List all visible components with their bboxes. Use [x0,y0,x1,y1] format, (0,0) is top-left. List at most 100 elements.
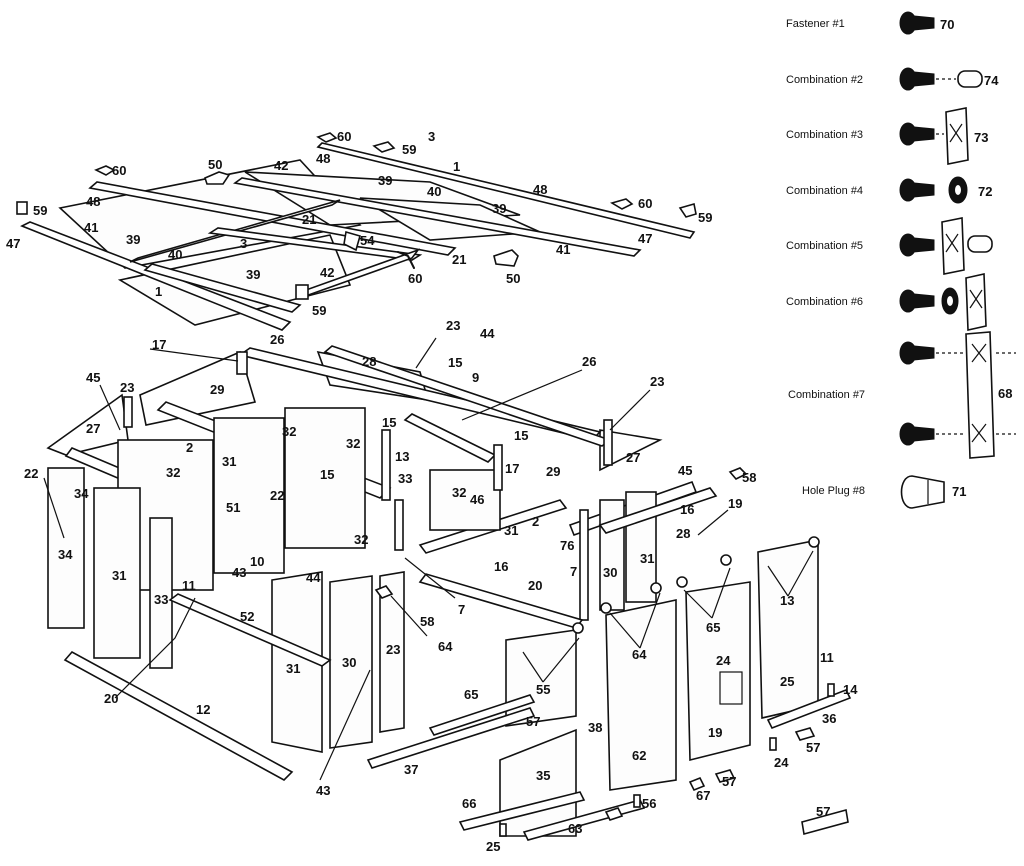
track-25-right [766,688,852,730]
handle-55 [719,671,743,705]
roof-rail-47-right [232,177,642,257]
callout-48: 48 [533,182,547,197]
callout-12: 65 [464,687,478,702]
bracket-59-front [295,284,309,300]
legend-part-70: 70 [940,17,954,32]
callout-46: 46 [470,492,484,507]
front-panel-30 [379,571,405,733]
callout-1: 1 [453,159,460,174]
callout-21: 21 [302,212,316,227]
callout-30: 30 [603,565,617,580]
leader-26-right [461,369,583,421]
callout-15: 15 [382,415,396,430]
callout-21: 21 [452,252,466,267]
gable-27-right [599,429,663,472]
back-panel-32-c [429,469,501,531]
callout-47: 47 [638,231,652,246]
callout-29: 29 [546,464,560,479]
callout-64: 65 [706,620,720,635]
callout-57: 24 [774,755,789,770]
callout-52: 52 [240,609,254,624]
callout-20: 12 [196,702,210,717]
callout-29: 29 [210,382,224,397]
callout-17: 17 [505,461,519,476]
clip-63 [604,807,624,821]
callout-76: 76 [560,538,574,553]
callout-34: 28 [676,526,690,541]
roller-64-a [572,622,584,634]
callout-24: 66 [462,796,476,811]
callout-27: 27 [626,450,640,465]
roller-64-b [600,602,612,614]
callout-60: 60 [112,163,126,178]
callout-40: 40 [168,247,182,262]
legend-combination-4-label: Combination #4 [786,185,863,197]
legend-combination-3-label: Combination #3 [786,129,863,141]
callout-67: 57 [722,774,736,789]
callout-50: 50 [506,271,520,286]
screw-icon [899,233,935,257]
callout-38: 25 [780,674,794,689]
callout-3: 3 [428,129,435,144]
callout-2: 2 [532,514,539,529]
callout-32: 31 [112,568,126,583]
callout-56: 57 [816,804,830,819]
legend-combination-6-label: Combination #6 [786,296,863,308]
stop-57-c [769,737,777,751]
post-17 [493,444,503,491]
callout-31: 33 [154,592,168,607]
callout-57: 25 [486,839,500,854]
callout-13: 20 [104,691,118,706]
stop-57-b [499,823,507,837]
clip-59-top [372,141,396,153]
callout-31: 31 [504,523,518,538]
bracket-58-right [728,467,748,480]
callout-23: 23 [120,380,134,395]
callout-50: 50 [208,157,222,172]
track-12 [428,694,536,736]
callout-13: 13 [395,449,409,464]
top-rail-26 [238,347,602,441]
door-panel-38 [757,539,819,720]
roof-panel-front [117,234,352,326]
callout-57: 56 [642,796,656,811]
roof-assembly [16,132,697,331]
callout-65: 13 [780,593,794,608]
floor-rail-20-right [418,573,584,629]
callout-22: 22 [24,466,38,481]
callout-28: 28 [362,354,376,369]
callout-10: 10 [250,554,264,569]
callout-33: 31 [286,661,300,676]
leader-60 [397,251,415,269]
callout-9: 9 [472,370,479,385]
callout-42: 42 [274,158,288,173]
callout-19: 43 [316,783,330,798]
clip-60-right [610,198,634,210]
post-7 [394,499,404,551]
callout-60: 60 [638,196,652,211]
post-7-right [579,509,589,621]
callout-15: 15 [320,467,334,482]
callout-55: 24 [716,653,731,668]
legend-combination-5-label: Combination #5 [786,240,863,252]
seal-icon [945,107,969,165]
bracket-54 [343,230,361,252]
leader-17 [149,348,239,362]
cap-nut-icon [957,70,983,88]
callout-24: 11 [820,650,834,665]
frame-assembly [43,337,852,841]
legend-part-68: 68 [998,386,1012,401]
callout-27: 27 [86,421,100,436]
side-panel-32-left [93,487,141,659]
callout-44: 44 [480,326,495,341]
floor-rail-13 [168,593,332,667]
callout-31: 31 [222,454,236,469]
callout-32: 32 [282,424,296,439]
clip-60-left [94,165,116,176]
callout-43: 43 [232,565,246,580]
clip-60-top [316,132,338,143]
callout-60: 60 [337,129,351,144]
roller-64-d [676,576,688,588]
callout-57: 14 [843,682,858,697]
leader-58 [390,595,428,637]
